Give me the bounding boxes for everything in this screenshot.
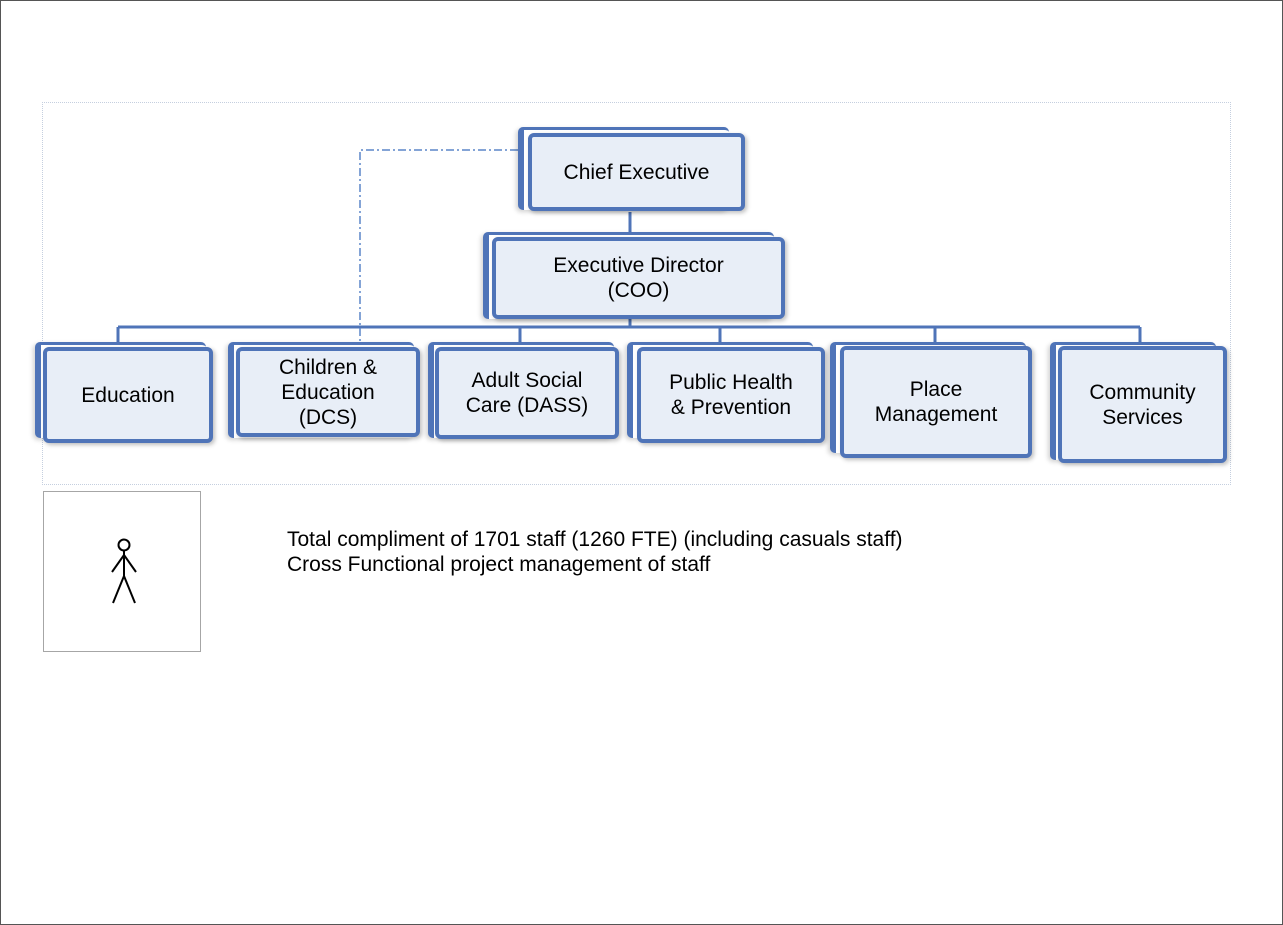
node-label: Adult Social Care (DASS) [465, 369, 589, 417]
staff-total-text: Total compliment of 1701 staff (1260 FTE… [287, 528, 903, 551]
node-label: Executive Director (COO) [553, 254, 724, 302]
node-label: Community Services [1089, 380, 1196, 429]
dotted-reporting-line [359, 149, 518, 344]
node-label: Place Management [874, 378, 998, 426]
node-label: Public Health & Prevention [669, 371, 793, 419]
org-chart-area [42, 102, 1231, 485]
person-icon [111, 538, 137, 604]
node-label: Children & Education (DCS) [278, 355, 378, 429]
staff-figure-box [43, 491, 201, 652]
cross-functional-text: Cross Functional project management of s… [287, 553, 711, 576]
node-label: Chief Executive [563, 160, 710, 184]
node-label: Education [81, 383, 175, 407]
